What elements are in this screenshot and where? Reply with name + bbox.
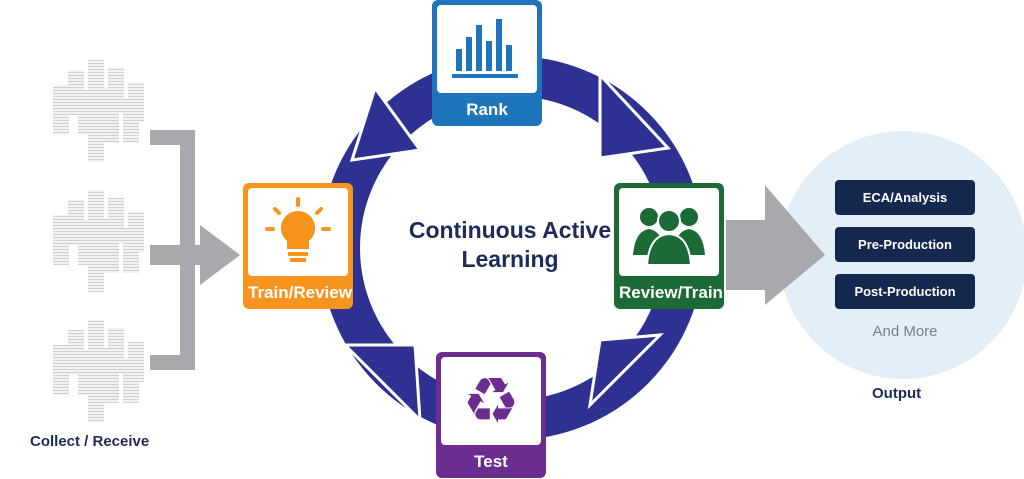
step-train-review: Train/Review	[243, 183, 353, 309]
output-post-production: Post-Production	[835, 274, 975, 309]
diagram-title: Continuous Active Learning	[408, 217, 612, 272]
arrowhead-review-to-test	[587, 333, 664, 410]
document-stack	[123, 358, 139, 403]
recycle-icon: ♻	[441, 357, 541, 445]
step-test: ♻ Test	[436, 352, 546, 478]
output-pre-production: Pre-Production	[835, 227, 975, 262]
people-icon	[619, 188, 719, 276]
document-stack	[53, 215, 69, 265]
document-stack	[53, 85, 69, 135]
bar-chart-icon	[437, 5, 537, 93]
output-eca-analysis: ECA/Analysis	[835, 180, 975, 215]
document-stack	[103, 88, 119, 143]
document-stack	[123, 228, 139, 273]
document-stack	[53, 345, 69, 395]
output-more: And More	[872, 323, 938, 340]
arrowhead-test-to-train	[341, 343, 422, 424]
step-review-train: Review/Train	[614, 183, 724, 309]
output-caption: Output	[872, 385, 922, 402]
step-label: Train/Review	[248, 283, 352, 302]
output-arrow	[726, 185, 825, 305]
document-stack	[88, 242, 104, 292]
document-stack	[88, 112, 104, 162]
collect-bracket	[150, 130, 240, 370]
step-rank: Rank	[432, 0, 542, 126]
lightbulb-icon	[248, 188, 348, 276]
step-label: Test	[474, 452, 508, 471]
cycle-arrowheads	[341, 71, 672, 424]
step-label: Review/Train	[619, 283, 723, 302]
document-stack	[88, 372, 104, 422]
document-stacks	[53, 60, 144, 422]
document-stack	[123, 98, 139, 143]
arrowhead-rank-to-review	[598, 71, 672, 160]
document-stack	[103, 218, 119, 273]
input-caption: Collect / Receive	[30, 433, 150, 450]
step-label: Rank	[466, 100, 508, 119]
arrowhead-train-to-rank	[349, 84, 423, 162]
document-stack	[103, 348, 119, 403]
